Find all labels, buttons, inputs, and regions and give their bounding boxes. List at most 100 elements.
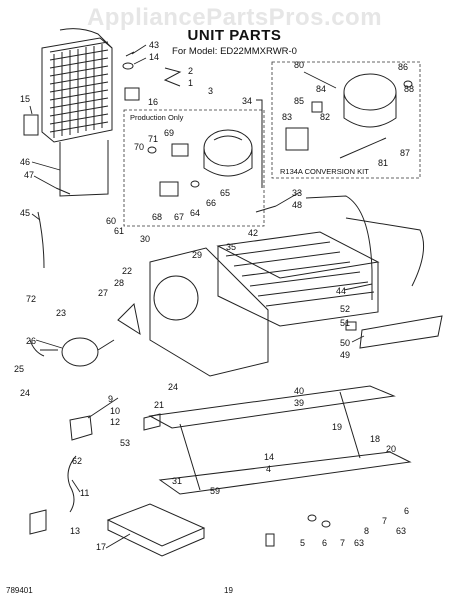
callout: 80: [294, 60, 304, 70]
callout: 60: [106, 216, 116, 226]
clip-51: [345, 321, 357, 331]
bracket-2-1-3: [163, 67, 182, 87]
diagram-title: UNIT PARTS: [187, 27, 282, 44]
callout: 86: [398, 62, 408, 72]
relay-67: [159, 181, 179, 197]
callout: 27: [98, 288, 108, 298]
callout: 67: [174, 212, 184, 222]
condenser-35: [216, 231, 380, 327]
coil-frame: [59, 140, 109, 197]
callout: 3: [208, 86, 213, 96]
callout: 66: [206, 198, 216, 208]
callout: 14: [149, 52, 159, 62]
callout: 6: [404, 506, 409, 516]
power-cord-11: [67, 455, 77, 513]
grommet-64: [190, 180, 200, 188]
clip-43: [125, 51, 135, 57]
callout: 14: [264, 452, 274, 462]
footer-left: 789401: [6, 586, 33, 595]
callout: 83: [282, 112, 292, 122]
model-line: For Model: ED22MMXRWR-0: [172, 46, 297, 57]
callout: 7: [340, 538, 345, 548]
lower-frame: [148, 385, 412, 495]
callout: 40: [294, 386, 304, 396]
callout: 29: [192, 250, 202, 260]
callout: 15: [20, 94, 30, 104]
clip-86: [403, 80, 413, 88]
callout: 10: [110, 406, 120, 416]
production-only-box: [123, 109, 265, 227]
callout: 11: [80, 488, 89, 498]
callout: 12: [110, 417, 120, 427]
callout: 28: [114, 278, 124, 288]
callout: 47: [24, 170, 34, 180]
callout: 71: [148, 134, 158, 144]
callout: 85: [294, 96, 304, 106]
callout: 23: [56, 308, 66, 318]
callout: 26: [26, 336, 36, 346]
plug-13: [29, 509, 47, 535]
callout: 70: [134, 142, 144, 152]
production-only-label: Production Only: [130, 113, 184, 122]
bracket-16: [124, 87, 140, 101]
callout: 82: [320, 112, 330, 122]
callout: 62: [72, 456, 82, 466]
callout: 52: [340, 304, 350, 314]
compressor-kit: [343, 73, 397, 128]
screw-5: [265, 533, 275, 547]
callout: 45: [20, 208, 30, 218]
tube-44: [305, 195, 373, 300]
overload-85: [311, 101, 323, 113]
callout: 17: [96, 542, 106, 552]
callout: 1: [188, 78, 193, 88]
callout: 48: [292, 200, 302, 210]
footer-center: 19: [224, 586, 233, 595]
washer-8: [321, 520, 331, 528]
tube-44b: [345, 217, 425, 287]
callout: 59: [210, 486, 220, 496]
overload-69: [171, 143, 189, 157]
drain-pan-17: [106, 503, 206, 557]
screw-14: [122, 62, 134, 70]
filter-pad: [23, 114, 39, 136]
callout: 51: [340, 318, 350, 328]
drier-81: [339, 137, 387, 159]
callout: 64: [190, 208, 200, 218]
callout: 87: [400, 148, 410, 158]
callout: 30: [140, 234, 150, 244]
fan-blade-27: [117, 302, 141, 336]
leader-lines: [29, 44, 373, 549]
tube-48: [255, 205, 277, 213]
callout: 8: [364, 526, 369, 536]
callout: 13: [70, 526, 80, 536]
clip-47: [55, 187, 71, 195]
drain-pan-49: [359, 315, 443, 349]
grommet-7: [307, 514, 317, 522]
callout: 19: [332, 422, 342, 432]
callout: 50: [340, 338, 350, 348]
callout: 7: [382, 516, 387, 526]
callout: 44: [336, 286, 346, 296]
callout: 4: [266, 464, 271, 474]
clip-70: [147, 146, 157, 154]
callout: 81: [378, 158, 388, 168]
callout: 49: [340, 350, 350, 360]
callout: 72: [26, 294, 36, 304]
callout: 68: [152, 212, 162, 222]
conversion-kit-box: [271, 61, 421, 179]
callout: 39: [294, 398, 304, 408]
callout-labels: 43 14 2 1 3 34 16 15 46 47 45 Production…: [14, 40, 414, 552]
callout: 35: [226, 242, 236, 252]
callout: 42: [248, 228, 258, 238]
callout: 88: [404, 84, 414, 94]
callout: 63: [354, 538, 364, 548]
cord-45: [37, 211, 45, 269]
compressor-production: [203, 129, 253, 177]
base-plate: [149, 247, 269, 377]
conversion-kit-label: R134A CONVERSION KIT: [280, 167, 369, 176]
callout: 65: [220, 188, 230, 198]
callout: 9: [108, 394, 113, 404]
condenser-coil: [41, 28, 113, 143]
callout: 84: [316, 84, 326, 94]
callout: 63: [396, 526, 406, 536]
